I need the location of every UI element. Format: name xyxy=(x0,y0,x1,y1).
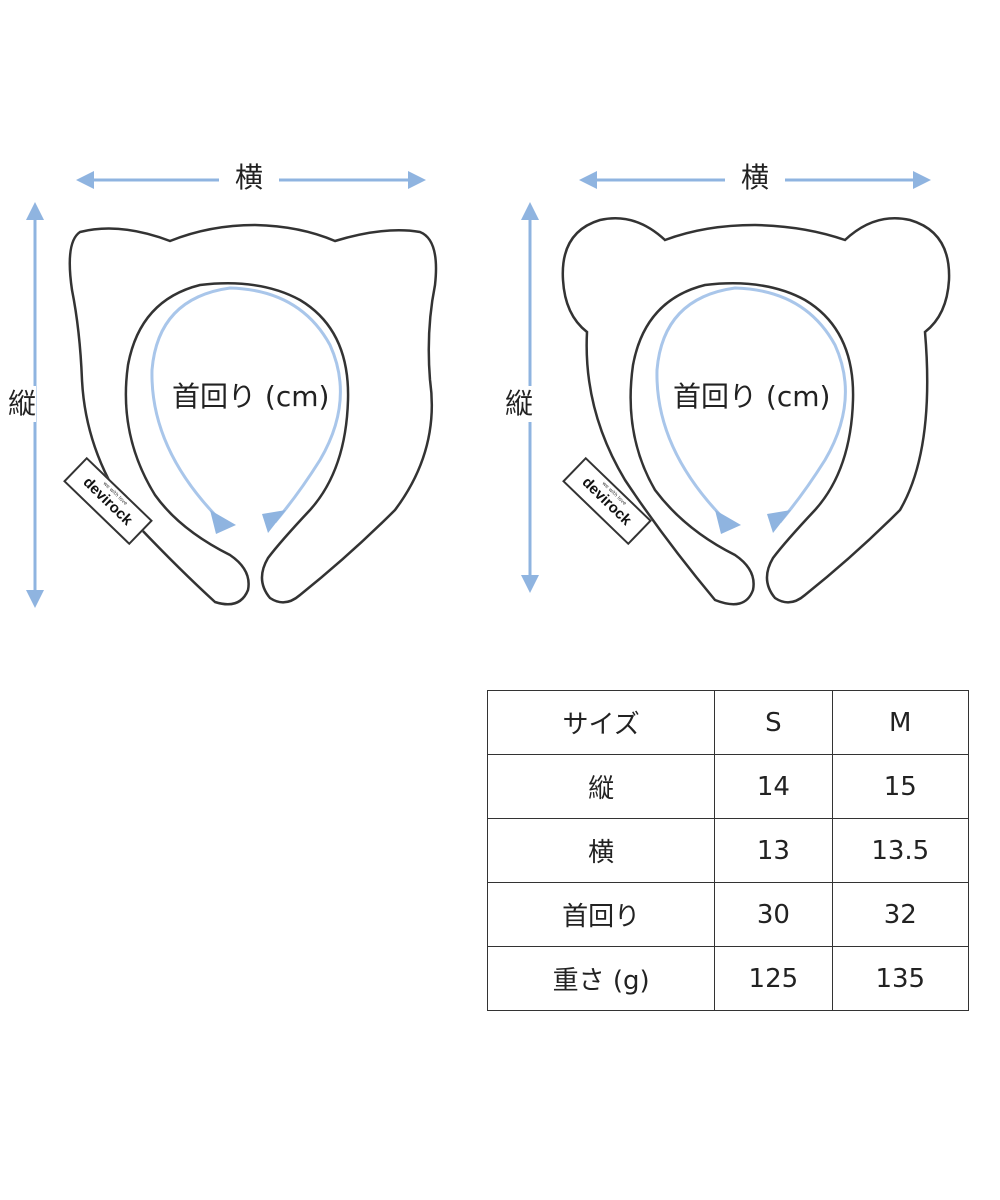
width-label: 横 xyxy=(219,164,279,192)
table-cell: 135 xyxy=(831,946,970,1011)
table-row-label: 横 xyxy=(486,818,716,883)
table-row-label: 重さ (g) xyxy=(486,946,716,1011)
table-cell: 15 xyxy=(831,754,970,819)
table-row: 首回り 30 32 xyxy=(486,882,970,947)
height-label: 縦 xyxy=(505,386,534,422)
table-row: 重さ (g) 125 135 xyxy=(486,946,970,1011)
height-label: 縦 xyxy=(8,386,37,422)
neck-arrow-right-icon xyxy=(262,510,286,533)
size-table: サイズ S M 縦 14 15 横 13 13.5 首回り 30 32 重さ (… xyxy=(486,690,970,1011)
neck-label: 首回り (cm) xyxy=(673,380,831,413)
neck-arrow-right-icon xyxy=(767,510,791,533)
table-cell: 125 xyxy=(714,946,833,1011)
table-cell: 14 xyxy=(714,754,833,819)
table-header-cell: M xyxy=(831,690,970,755)
neck-arrow-left-icon xyxy=(715,510,741,534)
table-header-cell: サイズ xyxy=(486,690,716,755)
bear-ear-diagram: 横 縦 首回り (cm) we with love devirock xyxy=(505,150,965,630)
table-row: 横 13 13.5 xyxy=(486,818,970,883)
collar-outer-outline xyxy=(561,216,951,606)
width-label: 横 xyxy=(725,164,785,192)
table-header-cell: S xyxy=(714,690,833,755)
bear-ear-outline xyxy=(521,171,951,606)
neck-arrow-left-icon xyxy=(210,510,236,534)
table-header-row: サイズ S M xyxy=(486,690,970,755)
table-row: 縦 14 15 xyxy=(486,754,970,819)
table-cell: 13.5 xyxy=(831,818,970,883)
table-cell: 32 xyxy=(831,882,970,947)
neck-label: 首回り (cm) xyxy=(172,380,330,413)
table-row-label: 首回り xyxy=(486,882,716,947)
neck-circumference-line xyxy=(150,286,342,524)
cat-ear-diagram: 横 縦 首回り (cm) we with love devirock xyxy=(0,150,460,630)
neck-circumference-line xyxy=(655,286,847,524)
table-row-label: 縦 xyxy=(486,754,716,819)
table-cell: 30 xyxy=(714,882,833,947)
table-cell: 13 xyxy=(714,818,833,883)
